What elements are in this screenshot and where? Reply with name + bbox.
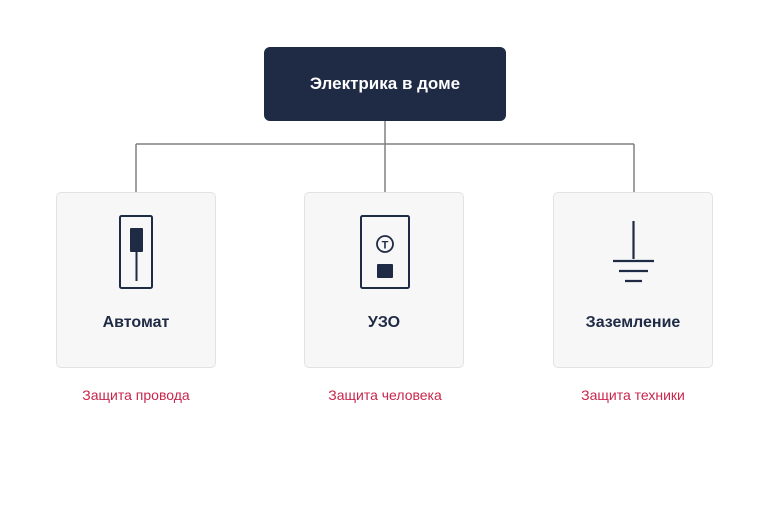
caption-uzo: Защита человека bbox=[328, 387, 442, 403]
rcd-icon: T bbox=[360, 215, 410, 289]
card-label: Автомат bbox=[102, 314, 170, 331]
rcd-test-label: T bbox=[382, 240, 389, 252]
card-zazemlenie: Заземление bbox=[553, 192, 713, 368]
card-uzo: T УЗО bbox=[304, 192, 464, 368]
caption-avtomat: Защита провода bbox=[82, 387, 190, 403]
ground-icon bbox=[613, 221, 654, 283]
root-title: Электрика в доме bbox=[309, 74, 461, 93]
card-avtomat: Автомат bbox=[56, 192, 216, 368]
card-label: УЗО bbox=[367, 314, 401, 331]
caption-zazemlenie: Защита техники bbox=[581, 387, 685, 403]
root-node: Электрика в доме bbox=[264, 47, 506, 121]
card-label: Заземление bbox=[585, 314, 681, 331]
circuit-breaker-icon bbox=[119, 215, 153, 289]
